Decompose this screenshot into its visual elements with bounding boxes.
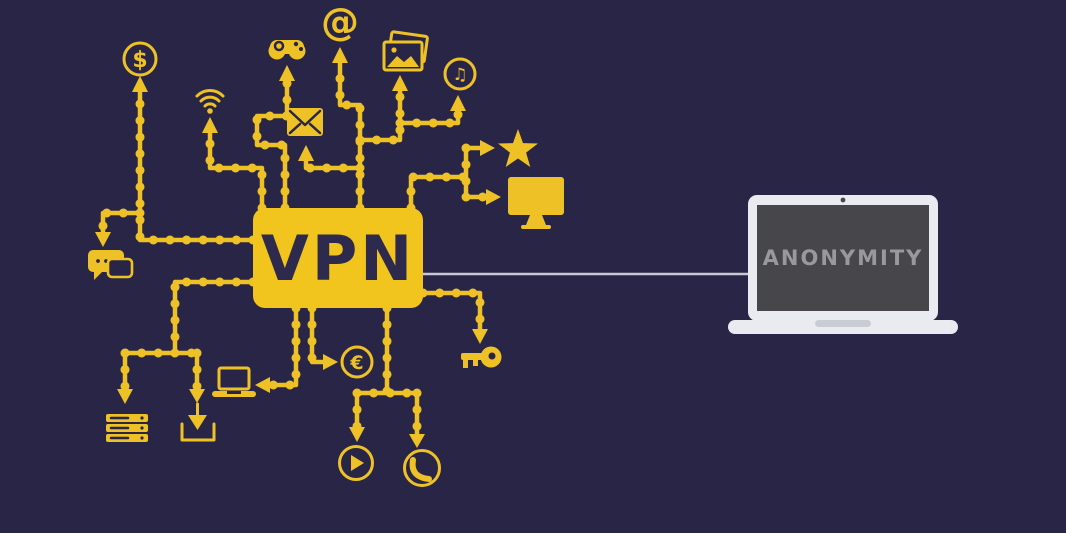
email-icon [287,108,323,136]
at-sign-icon: @ [321,0,359,44]
monitor-icon [508,177,564,229]
download-icon [180,402,216,442]
play-icon [338,445,374,481]
svg-text:$: $ [132,48,147,73]
star-icon [498,129,538,167]
music-icon: ♫ [443,57,477,91]
svg-text:♫: ♫ [452,65,467,85]
phone-icon [403,449,441,487]
vpn-label: VPN [261,222,415,295]
server-icon [106,414,148,442]
laptop-screen [757,205,929,311]
svg-text:@: @ [321,0,359,44]
dollar-icon: $ [122,41,158,77]
webcam-icon [840,197,846,203]
laptop-icon [212,366,256,397]
laptop: ANONYMITY [728,195,958,334]
laptop-base-notch [815,320,871,327]
wifi-icon [195,89,225,114]
game-controller-icon [268,40,306,60]
chat-icon [88,250,134,280]
vpn-box: VPN [253,208,423,308]
vpn-box-rect [253,208,423,308]
trace-arrows [95,47,501,448]
svg-text:€: € [349,352,363,374]
anonymity-label: ANONYMITY [763,246,924,270]
photos-icon [382,30,429,72]
key-icon [461,346,502,368]
euro-icon: € [340,345,374,379]
